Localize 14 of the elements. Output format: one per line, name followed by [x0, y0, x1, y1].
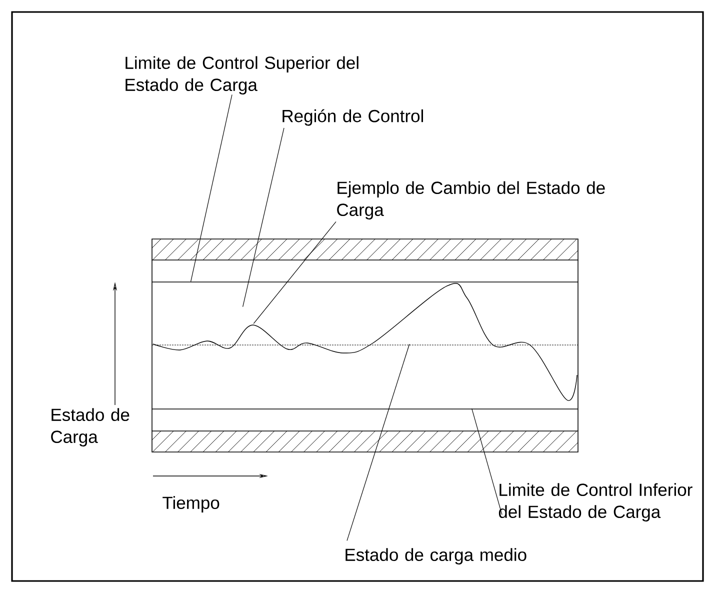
- callout-text: Limite de Control Superior del Estado de Carga: [126, 56, 358, 95]
- leader-line: [242, 128, 284, 308]
- mean-line: [152, 344, 578, 346]
- callout-text: Ejemplo de Cambio del Estado de Carga: [337, 181, 605, 220]
- callout-text: Región de Control: [282, 109, 423, 126]
- axis-label: Estado de Carga: [51, 408, 130, 447]
- leader-line: [472, 408, 502, 515]
- lower-limit-line: [152, 408, 578, 410]
- axis-label: Tiempo: [162, 496, 220, 512]
- callout-text: Limite de Control Inferior del Estado de Carga: [498, 483, 692, 522]
- callout-text: Estado de carga medio: [346, 548, 526, 564]
- leader-line: [253, 221, 336, 324]
- leader-line: [190, 94, 232, 282]
- leader-line: [346, 344, 410, 541]
